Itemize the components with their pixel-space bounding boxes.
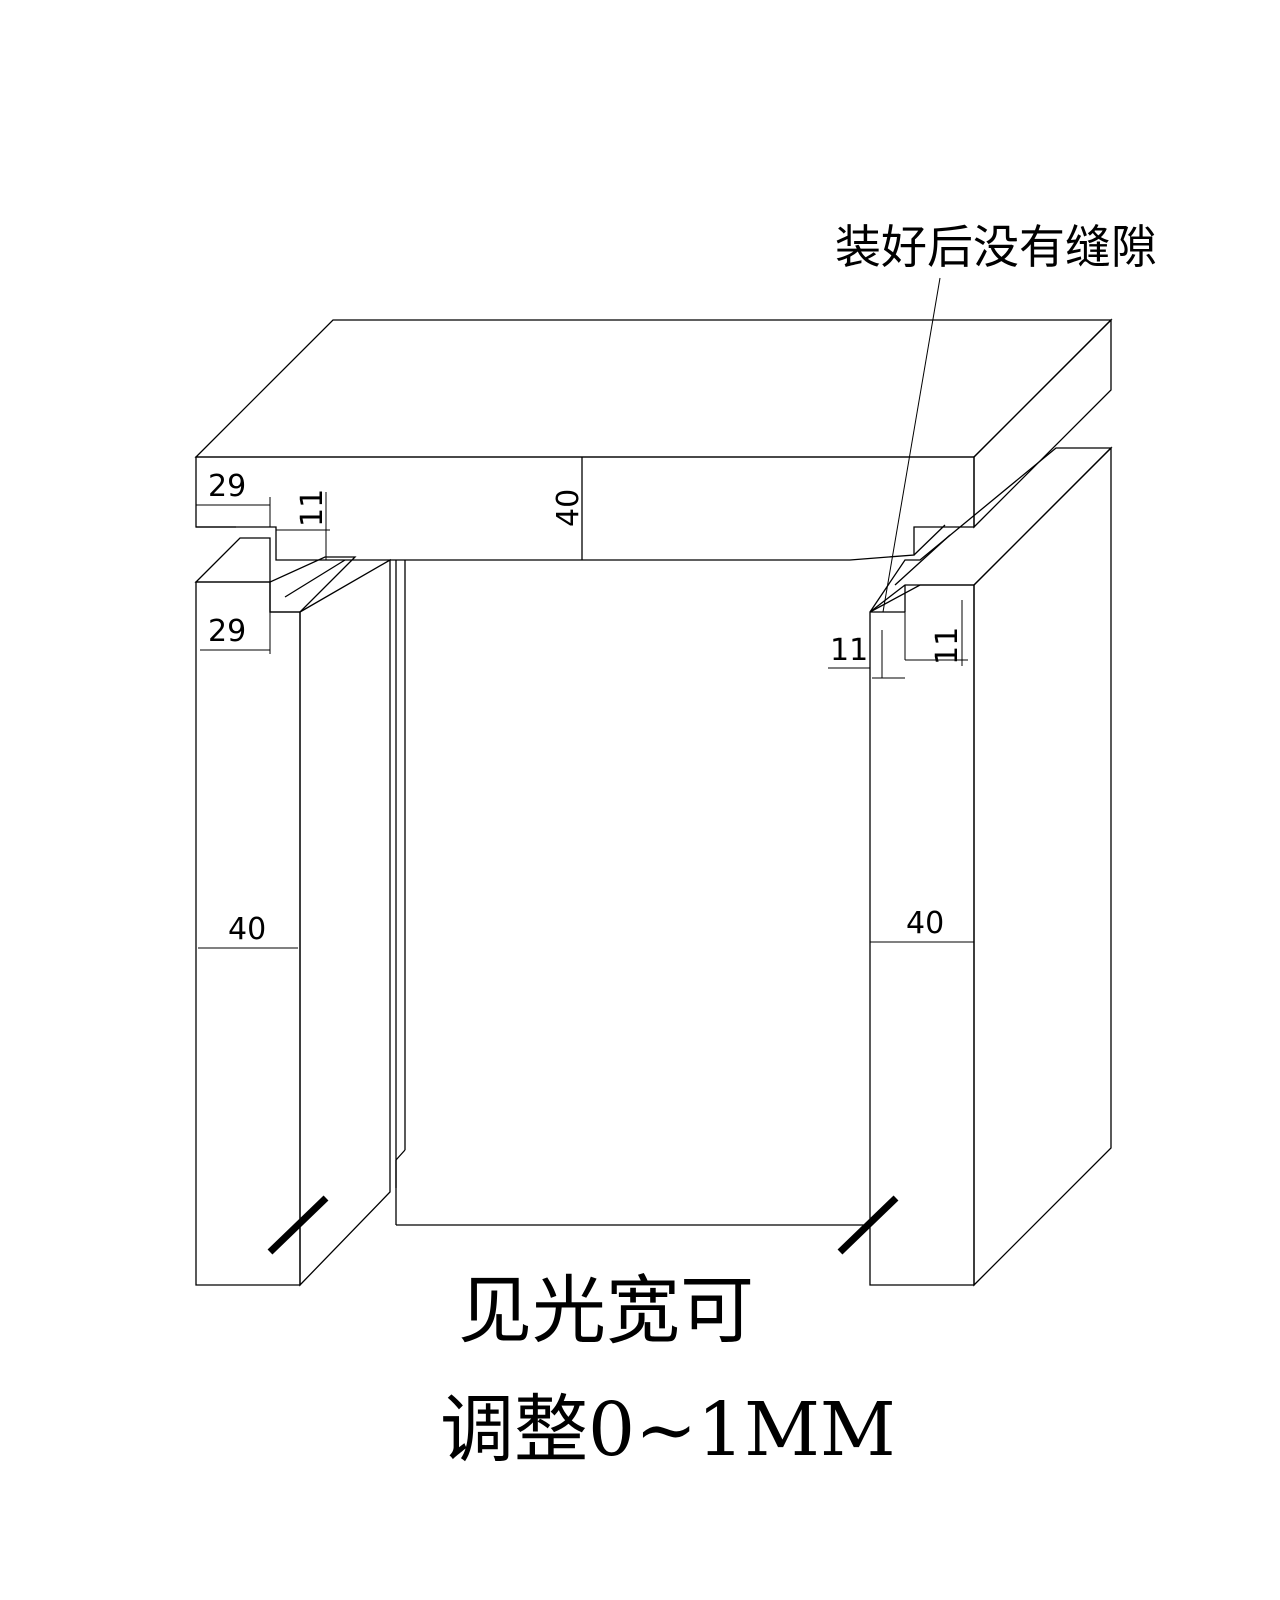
- caption-line-2: 调整0~1MM: [440, 1387, 896, 1473]
- lintel-end-face: [973, 318, 1112, 529]
- dim-left-post-width-text: 29: [208, 614, 246, 649]
- dim-right-tenon-depth: 11: [904, 600, 968, 666]
- dim-top-left-depth-text: 11: [295, 489, 330, 527]
- right-post-top-face: [869, 447, 1113, 613]
- left-post-top-face: [194, 537, 271, 583]
- dim-top-height-text: 40: [551, 489, 586, 527]
- left-post-tenon-top: [269, 556, 357, 613]
- right-post: [869, 446, 1113, 1287]
- left-post-side-face: [299, 558, 391, 1287]
- right-post-tenon-edge: [894, 534, 951, 586]
- dim-left-post-width: 29: [200, 612, 271, 654]
- dim-top-left-depth: 11: [276, 489, 330, 560]
- right-post-side-face: [973, 446, 1112, 1287]
- dim-top-left-width-text: 29: [208, 469, 246, 504]
- annotation-note: 装好后没有缝隙: [835, 220, 1157, 274]
- dim-right-post-depth: 40: [870, 906, 974, 943]
- left-post-inner-bevel: [395, 1149, 406, 1161]
- dim-top-left-width: 29: [196, 469, 271, 527]
- dim-right-tenon-depth-text: 11: [930, 627, 965, 665]
- lintel-top-face: [194, 319, 1113, 458]
- top-lintel: [194, 318, 1113, 561]
- dim-left-post-depth: 40: [198, 912, 298, 949]
- dim-right-post-depth-text: 40: [906, 906, 944, 941]
- caption-line-1: 见光宽可: [458, 1268, 754, 1354]
- dim-left-post-depth-text: 40: [228, 912, 266, 947]
- dim-right-tenon-width: 11: [828, 630, 905, 679]
- lintel-notch-edge-right: [913, 524, 946, 556]
- left-post-tenon-line: [284, 559, 346, 598]
- note-leader-line: [882, 277, 941, 613]
- left-post: [194, 537, 870, 1287]
- left-gap-mark: [267, 1195, 329, 1255]
- dim-right-tenon-width-text: 11: [830, 633, 868, 668]
- right-gap-mark: [837, 1195, 899, 1255]
